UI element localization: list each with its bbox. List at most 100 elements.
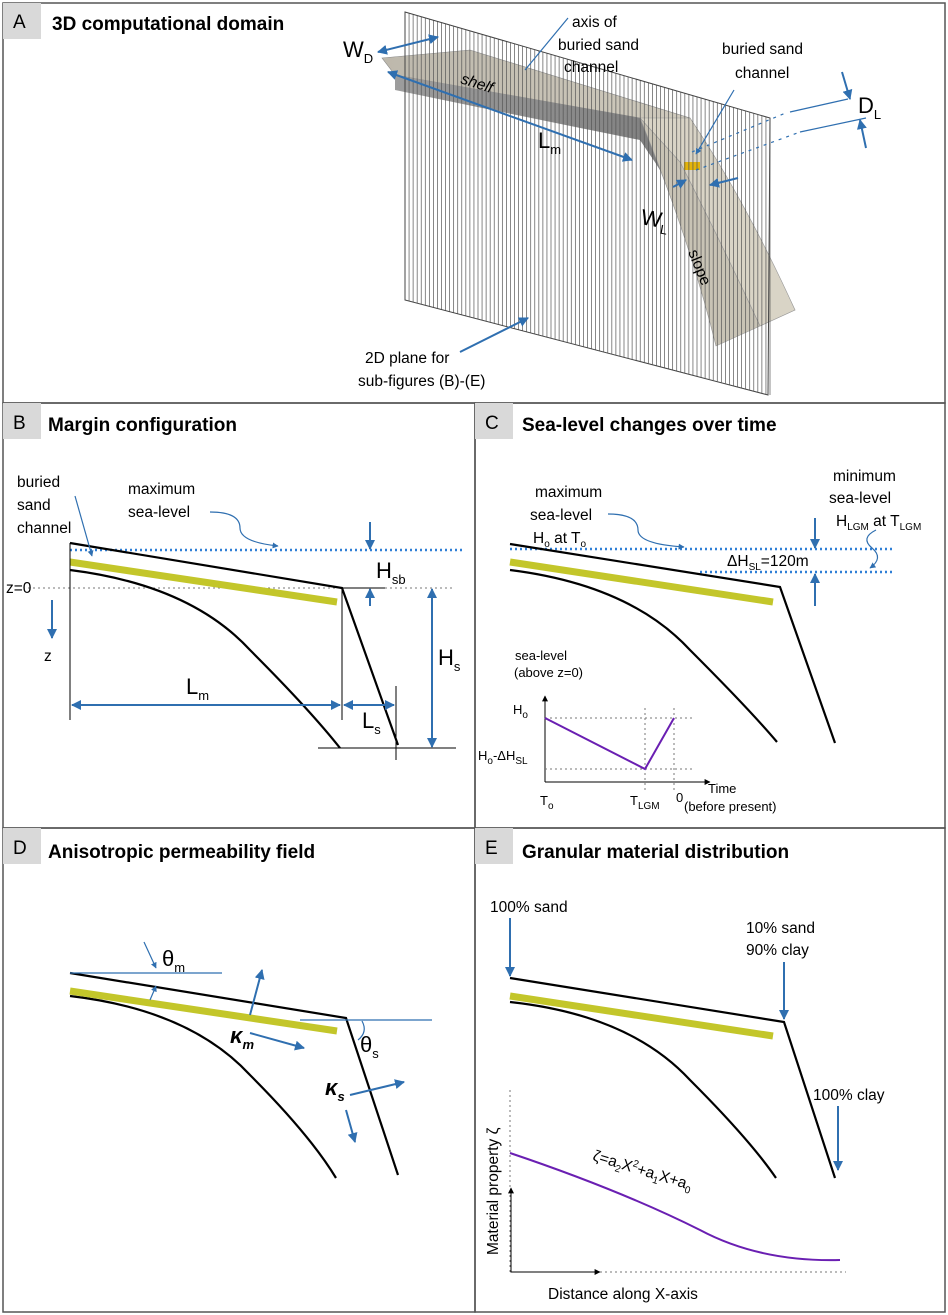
c-inset-ylabel-2: (above z=0) [514,665,583,680]
arrow-wl-left [672,179,687,189]
b-lower-boundary [69,568,341,749]
d-km-label: κm [230,1023,254,1052]
b-z0-label: z=0 [6,580,32,597]
c-lower-boundary [509,568,778,743]
c-inset-tlgm: TLGM [630,793,660,812]
label-axis-2: buried sand [558,37,639,54]
panel-b-title: Margin configuration [48,415,237,436]
e-material-curve [509,1152,841,1262]
panel-e-tag: E [485,838,498,859]
d-sand-channel [69,987,338,1035]
b-maxsea-2: sea-level [128,504,190,521]
panel-b-tag: B [13,413,26,434]
panel-b: B Margin configuration buried sand chann… [2,402,476,829]
d-km-parallel [249,1032,305,1051]
c-maxsea-pointer [607,513,685,550]
label-axis-3: channel [564,59,618,76]
c-inset-t0: To [540,793,554,812]
panel-a-tag: A [13,12,26,33]
arrow-wd [377,34,439,55]
c-minsea-pointer [866,529,879,569]
axis-pointer [524,17,569,71]
label-channel-1: buried sand [722,41,803,58]
b-seabed [69,541,400,746]
panel-d-tag-box [3,828,41,864]
slab-3d [381,49,796,347]
c-inset-zero: 0 [676,790,683,805]
arrow-wl-right [709,177,739,188]
b-sand-channel [69,558,338,606]
b-ls-label: Ls [362,708,381,737]
c-dh-label: ΔHSL=120m [727,553,809,573]
panel-b-tag-box [3,403,41,439]
c-inset-bp: (before present) [684,799,777,814]
b-hsb-label: Hsb [376,558,406,587]
panel-c-tag-box [475,403,513,439]
c-minsea-2: sea-level [829,490,891,507]
panel-e-title: Granular material distribution [522,842,789,863]
c-minsea-1: minimum [833,468,896,485]
d-theta-m-label: θm [162,946,185,975]
b-buried-2: sand [17,497,51,514]
dl-ext-top [789,98,849,113]
e-seabed [509,976,837,1179]
panel-d-frame [2,827,476,1313]
c-inset-h0: Ho [513,702,528,721]
c-inset-ylabel-1: sea-level [515,648,567,663]
b-maxsea-pointer [209,511,279,549]
panel-c: C Sea-level changes over time maximum se… [474,402,946,829]
panel-d-tag: D [13,838,27,859]
arrow-dl-top [841,71,853,100]
panel-b-frame [2,402,476,829]
arrow-dl-bottom [856,119,867,149]
label-plane-2: sub-figures (B)-(E) [358,373,485,390]
buried-channel-marker [684,162,700,170]
b-buried-3: channel [17,520,71,537]
label-dl: DL [858,93,881,122]
b-hs-label: Hs [438,645,461,674]
c-inset-chart: sea-level (above z=0) Ho Ho-ΔHSL Time (b… [478,648,777,814]
panel-c-title: Sea-level changes over time [522,415,777,436]
label-axis-1: axis of [572,14,617,31]
label-plane-1: 2D plane for [365,350,449,367]
b-z-label: z [44,648,52,665]
channel-proj-bottom [695,131,801,171]
label-wl: WL [638,204,671,237]
plane-pointer [459,317,529,353]
c-h0t0: Ho at To [533,530,587,550]
panel-d: D Anisotropic permeability field θm θs κ… [2,827,476,1313]
e-equation: ζ=a2X2+a1X+a0 [590,1147,695,1197]
d-theta-s-label: θs [360,1032,379,1061]
channel-proj-top [691,111,789,153]
b-buried-pointer [74,495,94,557]
e-sand100: 100% sand [490,899,568,916]
c-maxsea-2: sea-level [530,507,592,524]
e-sand-channel [509,992,774,1040]
d-theta-m-arrow-bottom [149,985,157,1001]
d-theta-m-arrow-top [143,941,157,969]
panel-a: A 3D computational domain WD axis of bur… [2,2,946,404]
e-clay100: 100% clay [813,1087,885,1104]
dl-ext-bottom [799,117,867,133]
b-lm-label: Lm [186,674,209,703]
b-buried-1: buried [17,474,60,491]
plane-2d-outline [404,11,771,396]
c-inset-sea-level-curve [544,717,675,771]
d-theta-s-arc [357,1020,365,1041]
panel-e-frame [474,827,946,1313]
e-lower-boundary [509,1000,777,1179]
d-lower-boundary [69,994,337,1179]
panel-e: E Granular material distribution 100% sa… [474,827,946,1313]
c-hlgm: HLGM at TLGM [836,513,921,533]
e-mix-1: 10% sand [746,920,815,937]
b-maxsea-1: maximum [128,481,195,498]
c-inset-h0dh: Ho-ΔHSL [478,748,528,767]
c-sand-channel [509,558,774,606]
panel-d-title: Anisotropic permeability field [48,842,315,863]
label-wd: WD [343,37,373,66]
panel-e-tag-box [475,828,513,864]
label-lm: Lm [538,128,561,157]
c-seabed [509,542,837,744]
d-ks-label: κs [325,1075,345,1104]
